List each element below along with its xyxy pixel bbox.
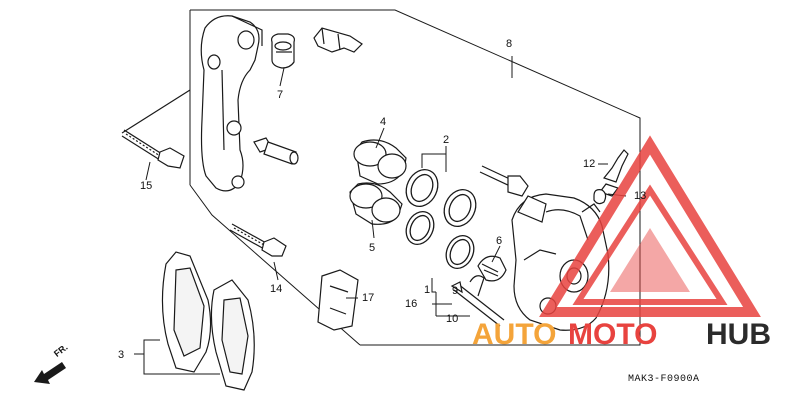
bolt-15 bbox=[121, 89, 191, 169]
callout-1: 1 bbox=[424, 284, 431, 296]
bracket-pin bbox=[253, 137, 299, 165]
piston-5 bbox=[349, 182, 403, 225]
caliper-bracket bbox=[200, 15, 263, 192]
callout-12: 12 bbox=[583, 158, 596, 170]
seal-rings bbox=[405, 169, 477, 270]
pin-clip-9 bbox=[469, 275, 485, 297]
piston-4 bbox=[353, 139, 407, 185]
callout-15: 15 bbox=[140, 180, 153, 192]
pad-spring-17 bbox=[317, 269, 359, 331]
callout-4: 4 bbox=[380, 116, 387, 128]
watermark-logo bbox=[539, 135, 761, 317]
pin-boot bbox=[271, 33, 295, 69]
callout-13: 13 bbox=[634, 190, 647, 202]
watermark-text-hub: HUB bbox=[706, 318, 771, 351]
pad-pin-16 bbox=[450, 281, 505, 327]
diagram-code: MAK3-F0900A bbox=[628, 374, 700, 385]
callout-3: 3 bbox=[118, 349, 125, 361]
callout-14: 14 bbox=[270, 283, 283, 295]
leader-lines bbox=[134, 56, 627, 375]
brake-pads bbox=[161, 251, 255, 391]
bolt-14 bbox=[229, 223, 287, 257]
watermark-text-moto: MOTO bbox=[568, 318, 658, 351]
slide-pin-6 bbox=[477, 255, 507, 282]
callout-7: 7 bbox=[277, 89, 284, 101]
callout-2: 2 bbox=[443, 134, 450, 146]
callout-17: 17 bbox=[362, 292, 375, 304]
front-direction-arrow bbox=[34, 362, 66, 384]
callout-5: 5 bbox=[369, 242, 376, 254]
assembly-frame bbox=[189, 9, 641, 346]
callout-10: 10 bbox=[446, 313, 459, 325]
retainer-clip bbox=[313, 27, 363, 53]
bleeder-cap bbox=[593, 189, 607, 205]
caliper-pin bbox=[479, 165, 529, 197]
callout-16: 16 bbox=[405, 298, 418, 310]
callout-8: 8 bbox=[506, 38, 513, 50]
callout-6: 6 bbox=[496, 235, 503, 247]
callout-9: 9 bbox=[452, 285, 459, 297]
watermark-text-auto: AUTO bbox=[472, 318, 557, 351]
